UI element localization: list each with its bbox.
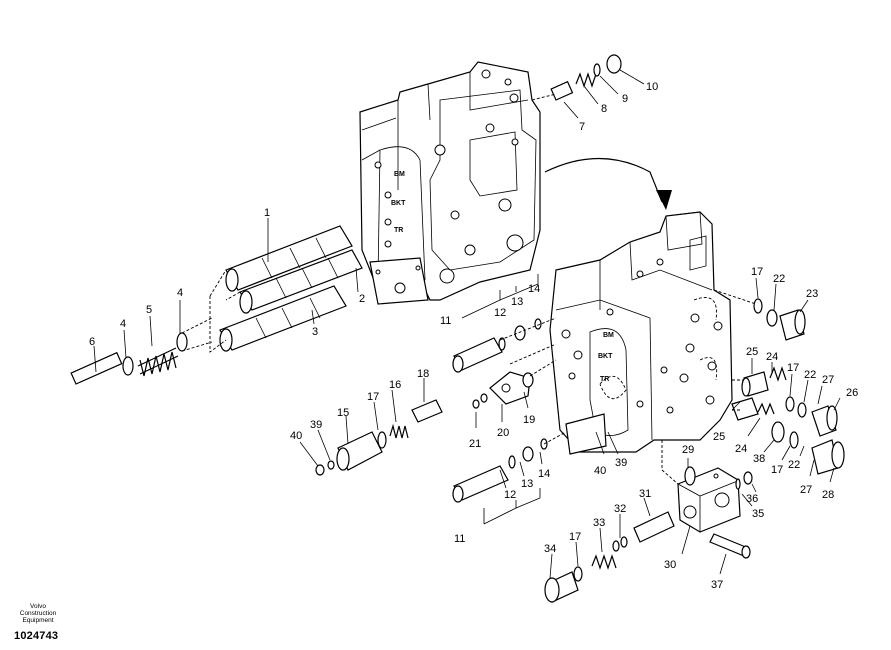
callout-39b: 39	[615, 457, 627, 469]
callout-36: 36	[746, 493, 758, 505]
callout-17a: 17	[751, 266, 763, 278]
parts-15-18	[315, 399, 443, 476]
callout-18: 18	[417, 368, 429, 380]
callout-35: 35	[752, 508, 764, 520]
callout-21: 21	[469, 438, 481, 450]
callout-17c: 17	[367, 391, 379, 403]
callout-13b: 13	[521, 478, 533, 490]
arrow-head	[656, 190, 672, 210]
callout-24a: 24	[766, 351, 778, 363]
bracket-lines	[461, 274, 541, 525]
callout-1: 1	[264, 207, 270, 219]
callout-19: 19	[523, 414, 535, 426]
callout-9: 9	[622, 93, 628, 105]
callout-8: 8	[601, 103, 607, 115]
callout-28: 28	[822, 489, 834, 501]
callout-25a: 25	[746, 346, 758, 358]
callout-17e: 17	[569, 531, 581, 543]
callout-25b: 25	[713, 431, 725, 443]
upper-bm-mark: BM	[394, 171, 405, 178]
lower-right-parts	[544, 440, 753, 603]
callout-27b: 27	[800, 484, 812, 496]
lower-tr-mark: TR	[600, 376, 609, 383]
callout-38: 38	[753, 453, 765, 465]
callout-14b: 14	[538, 468, 550, 480]
callout-22c: 22	[788, 459, 800, 471]
callout-4a: 4	[177, 287, 183, 299]
callout-33: 33	[593, 517, 605, 529]
callout-15: 15	[337, 407, 349, 419]
callout-11b: 11	[454, 533, 465, 545]
callout-23: 23	[806, 288, 818, 300]
upper-tr-mark: TR	[394, 227, 403, 234]
callout-20: 20	[497, 427, 509, 439]
part-number: 1024743	[14, 630, 59, 642]
callout-40a: 40	[290, 430, 302, 442]
callout-27a: 27	[822, 374, 834, 386]
callout-40b: 40	[594, 465, 606, 477]
callout-34: 34	[544, 543, 556, 555]
spool-set	[209, 225, 363, 353]
callout-30: 30	[664, 559, 676, 571]
left-parts	[70, 317, 213, 385]
spool-11-upper	[452, 317, 557, 373]
callout-4b: 4	[120, 318, 126, 330]
parts-19-21	[472, 359, 557, 409]
spool-11-lower	[452, 431, 567, 503]
callout-37: 37	[711, 579, 723, 591]
upper-right-parts	[531, 54, 622, 101]
callout-10: 10	[646, 81, 658, 93]
callout-2: 2	[359, 293, 365, 305]
callout-22a: 22	[773, 273, 785, 285]
callout-39a: 39	[310, 419, 322, 431]
callout-7: 7	[579, 121, 585, 133]
callouts: 1 2 3 4 4 5 6 7 8 9 10 11 12 13 14 17 22…	[89, 69, 858, 591]
callout-24b: 24	[735, 443, 747, 455]
callout-17d: 17	[771, 464, 783, 476]
assembly-arrow	[544, 158, 663, 203]
callout-12b: 12	[504, 489, 516, 501]
callout-6: 6	[89, 336, 95, 348]
brand-line-2: Equipment	[22, 617, 54, 624]
callout-3: 3	[312, 326, 318, 338]
lower-bm-mark: BM	[603, 332, 614, 339]
callout-13a: 13	[511, 296, 523, 308]
lower-valve-block: BM BKT TR	[549, 211, 733, 455]
callout-5: 5	[146, 304, 152, 316]
right-side-parts	[713, 289, 845, 475]
upper-bkt-mark: BKT	[391, 200, 406, 207]
callout-32: 32	[614, 503, 626, 515]
upper-valve-block: BM BKT TR	[359, 61, 541, 305]
callout-17b: 17	[787, 362, 799, 374]
lower-bkt-mark: BKT	[598, 353, 613, 360]
callout-22b: 22	[804, 369, 816, 381]
callout-16: 16	[389, 379, 401, 391]
callout-11a: 11	[440, 315, 451, 327]
callout-31: 31	[639, 488, 651, 500]
callout-12a: 12	[494, 307, 506, 319]
brand-line-1: Volvo Construction	[19, 603, 57, 617]
caption-block: Volvo Construction Equipment 1024743	[14, 603, 62, 642]
callout-29: 29	[682, 444, 694, 456]
callout-26: 26	[846, 387, 858, 399]
callout-14a: 14	[528, 283, 540, 295]
